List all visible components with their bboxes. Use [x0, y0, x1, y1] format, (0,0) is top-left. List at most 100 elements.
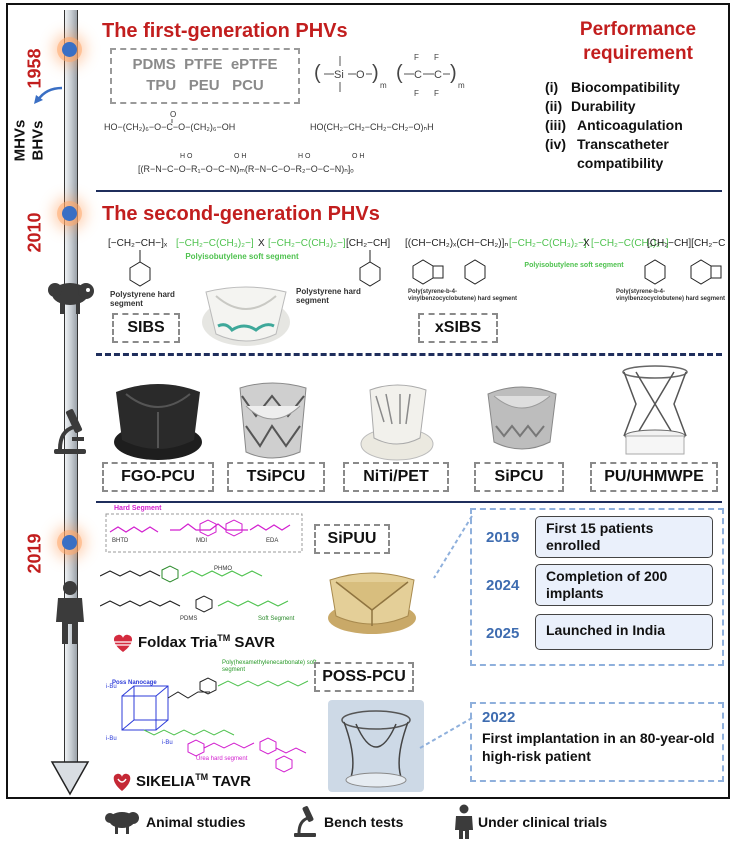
milestone-callout-lines: [433, 515, 473, 579]
pu-backbone-structure: [(R−N−C−O−R₁−O−C−N)ₘ(R−N−C−O−R₂−O−C−N)ₙ]…: [138, 153, 364, 174]
sibs-soft-label: Polyisobutylene soft segment: [185, 252, 299, 261]
section1-title: The first-generation PHVs: [102, 20, 348, 42]
polymer-eptfe: ePTFE: [230, 56, 278, 73]
svg-text:O H: O H: [234, 153, 246, 160]
performance-title-line2: requirement: [583, 43, 693, 64]
svg-text:i-Bu: i-Bu: [106, 684, 117, 690]
svg-text:F: F: [434, 53, 439, 62]
poss-pcu-box: POSS-PCU: [314, 662, 414, 692]
sheep-icon: [48, 283, 94, 314]
sikelia-heart-logo: [113, 773, 131, 791]
timeline-arrowhead: [50, 761, 90, 796]
foldax-heart-logo: [113, 634, 133, 652]
pdms-label: PDMS: [180, 616, 198, 622]
sibs-valve-photo: [202, 286, 290, 346]
svg-text:(: (: [396, 62, 403, 84]
legend-sheep-icon: [105, 812, 139, 834]
bhvs-label: BHVs: [29, 120, 47, 161]
year-2019: 2019: [24, 533, 45, 574]
polymer-pdms: PDMS: [132, 56, 176, 73]
milestone-event-2024: Completion of 200 implants: [535, 564, 713, 606]
performance-title: Performance requirement: [548, 18, 728, 66]
svg-text:[−CH₂−C(CH₃)₂−]: [−CH₂−C(CH₃)₂−]: [268, 238, 346, 249]
svg-text:F: F: [414, 89, 419, 98]
svg-text:(: (: [314, 62, 321, 84]
foldax-product-name: Foldax TriaTM SAVR: [138, 633, 275, 651]
poss-nanocage-label: Poss Nanocage: [112, 680, 157, 686]
svg-text:[−CH₂−CH−]ₓ: [−CH₂−CH−]ₓ: [108, 238, 168, 249]
svg-text:X: X: [258, 238, 265, 249]
milestone-event-2019: First 15 patients enrolled: [535, 516, 713, 558]
valve-box-sipcu: SiPCU: [474, 462, 564, 492]
svg-text:[CH₂−CH]: [CH₂−CH]: [346, 238, 390, 249]
performance-title-line1: Performance: [579, 19, 697, 40]
svg-text:C: C: [414, 69, 422, 81]
svg-text:[(CH−CH₂)ₓ(CH−CH₂)]ₙ: [(CH−CH₂)ₓ(CH−CH₂)]ₙ: [405, 238, 508, 249]
legend-microscope-icon: [294, 806, 316, 837]
svg-text:F: F: [414, 53, 419, 62]
svg-text:): ): [450, 62, 457, 84]
ptmo-structure: HO(CH₂−CH₂−CH₂−CH₂−O)ₙH: [310, 122, 434, 132]
svg-text:m: m: [380, 81, 387, 90]
poly-soft-label: Poly(hexamethylenecarbonate) soft segmen…: [222, 660, 317, 673]
xsibs-structure: [(CH−CH₂)ₓ(CH−CH₂)]ₙ [−CH₂−C(CH₃)₂−] X […: [405, 238, 725, 285]
sikelia-product-name: SIKELIATM TAVR: [136, 772, 251, 790]
svg-text:O: O: [170, 110, 176, 119]
phmo-label: PHMO: [214, 566, 232, 572]
requirement-item: (iv)Transcatheter: [545, 136, 669, 152]
sibs-hard-right-label: Polystyrene hard segment: [296, 287, 361, 305]
divider-2: [96, 353, 722, 356]
valve-box-tsipcu: TSiPCU: [227, 462, 325, 492]
mhv-bhv-label: MHVs BHVs: [2, 108, 54, 178]
pu-uhmwpe-valve-photo: [622, 365, 688, 455]
year-2010: 2010: [24, 212, 45, 253]
sipcu-valve-photo: [487, 386, 557, 450]
polymer-peu: PEU: [188, 77, 220, 94]
requirement-item: (iii)Anticoagulation: [545, 117, 683, 133]
svg-text:Si: Si: [334, 69, 344, 81]
ptfe-structure: ( C F F C F F ) m: [396, 53, 465, 98]
timeline-shaft: [64, 10, 78, 776]
xsibs-soft-label: Polyisobutylene soft segment: [524, 262, 624, 269]
svg-text:): ): [372, 62, 379, 84]
microscope-icon: [54, 409, 86, 454]
timeline-dot-1958: [62, 42, 77, 57]
xsibs-box: xSIBS: [418, 313, 498, 343]
sibs-box: SIBS: [112, 313, 180, 343]
sipuu-structure: [100, 513, 303, 613]
legend-person-icon: [455, 804, 473, 839]
svg-text:[CH₂−CH][CH₂−CH]: [CH₂−CH][CH₂−CH]: [647, 238, 725, 249]
poss-milestone-box: [470, 702, 724, 782]
svg-text:[−CH₂−C(CH₃)₂−]: [−CH₂−C(CH₃)₂−]: [176, 238, 254, 249]
poss-milestone-year: 2022: [482, 709, 516, 726]
valve-box-niti-pet: NiTi/PET: [343, 462, 449, 492]
figure-frame: [6, 3, 730, 799]
svg-text:i-Bu: i-Bu: [106, 736, 117, 742]
valve-box-pu-uhmwpe: PU/UHMWPE: [590, 462, 718, 492]
bhtd-label: BHTD: [112, 538, 129, 544]
sibs-structure: [−CH₂−CH−]ₓ [−CH₂−C(CH₃)₂−] X [−CH₂−C(CH…: [108, 238, 390, 287]
svg-text:HO(CH₂−CH₂−CH₂−CH₂−O)ₙH: HO(CH₂−CH₂−CH₂−CH₂−O)ₙH: [310, 122, 434, 132]
legend-animal-label: Animal studies: [146, 814, 246, 830]
mdi-label: MDI: [196, 538, 207, 544]
milestone-event-2025: Launched in India: [535, 614, 713, 650]
first-gen-polymer-box: PDMS PTFE ePTFE TPU PEU PCU: [110, 48, 300, 104]
svg-text:X: X: [583, 238, 590, 249]
sipuu-milestone-box: [470, 508, 724, 666]
milestone-year-2024: 2024: [486, 577, 520, 594]
hard-segment-label: Hard Segment: [114, 505, 162, 512]
svg-text:[−CH₂−C(CH₃)₂−]: [−CH₂−C(CH₃)₂−]: [591, 238, 669, 249]
svg-text:[(R−N−C−O−R₁−O−C−N)ₘ(R−N−C−O−R: [(R−N−C−O−R₁−O−C−N)ₘ(R−N−C−O−R₂−O−C−N)ₙ]…: [138, 164, 354, 174]
milestone-year-2025: 2025: [486, 625, 520, 642]
timeline-dot-2010: [62, 206, 77, 221]
section2-title: The second-generation PHVs: [102, 203, 380, 225]
polymer-pcu: PCU: [232, 77, 264, 94]
mhvs-label: MHVs: [11, 119, 29, 162]
timeline-dot-2019: [62, 535, 77, 550]
fgo-pcu-valve-photo: [114, 384, 202, 460]
poss-milestone-event: First implantation in an 80-year-old hig…: [482, 730, 715, 764]
person-icon: [56, 581, 84, 644]
polymer-ptfe: PTFE: [184, 56, 223, 73]
svg-text:F: F: [434, 89, 439, 98]
svg-text:H O: H O: [180, 153, 193, 160]
